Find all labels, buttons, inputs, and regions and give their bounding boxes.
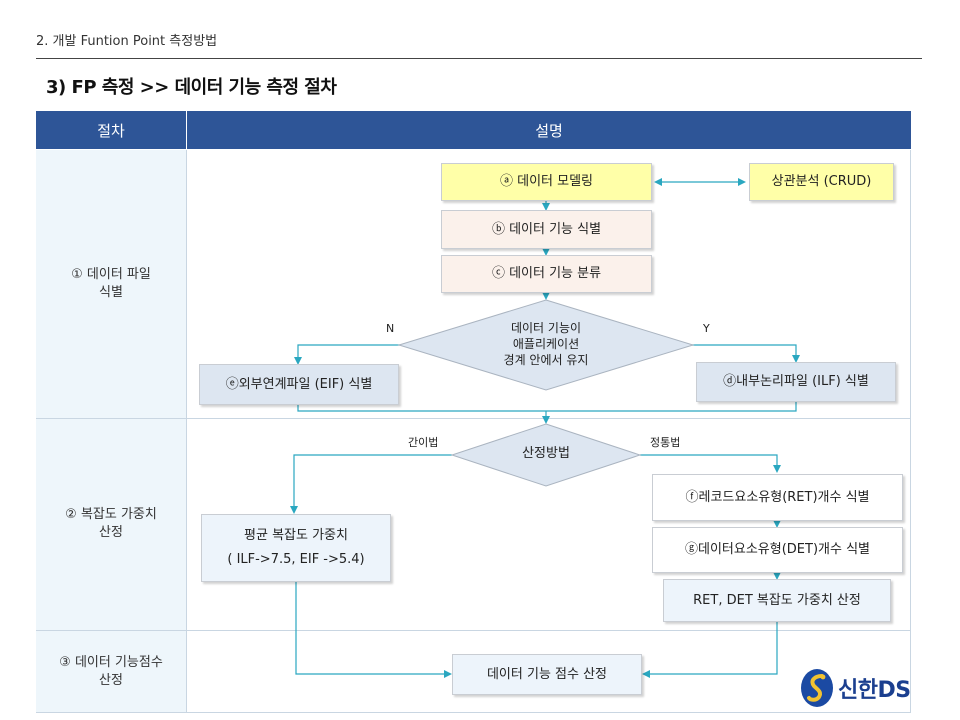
merge-from-eif (297, 405, 546, 412)
step-label-1: ① 데이터 파일 식별 (36, 266, 186, 302)
precise-method-label: 정통법 (650, 436, 681, 449)
merge-from-ilf (546, 402, 797, 412)
data-modeling-box: ⓐ 데이터 모델링 (441, 163, 652, 201)
arrow-yes-to-ilf (692, 344, 800, 363)
decision-boundary-line2: 애플리케이션 (512, 337, 580, 351)
step-3-line1: ③ 데이터 기능점수 (59, 655, 163, 670)
arrow-avg-to-final (295, 582, 452, 678)
ret-count-box: ⓕ레코드요소유형(RET)개수 식별 (652, 474, 903, 521)
table-bottom-border (36, 712, 911, 713)
yes-label: Y (703, 322, 710, 335)
average-weight-box: 평균 복잡도 가중치 ( ILF->7.5, EIF ->5.4) (201, 514, 391, 582)
decision-boundary-diamond (397, 299, 695, 391)
eif-identify-box: ⓔ외부연계파일 (EIF) 식별 (199, 364, 399, 405)
logo-text: 신한DS (838, 678, 911, 703)
column-header-procedure: 절차 (36, 111, 186, 149)
decision-method-text: 산정방법 (522, 446, 570, 461)
no-label: N (386, 322, 395, 335)
arrow-no-to-eif (294, 344, 400, 365)
shinhan-logo-icon (801, 669, 833, 707)
average-weight-values: ( ILF->7.5, EIF ->5.4) (227, 552, 365, 567)
classify-data-function-box: ⓒ 데이터 기능 분류 (441, 255, 652, 293)
identify-data-function-box: ⓑ 데이터 기능 식별 (441, 210, 652, 249)
decision-boundary-text: 데이터 기능이 애플리케이션 경계 안에서 유지 (470, 320, 622, 368)
step-1-line1: ① 데이터 파일 (71, 267, 151, 282)
ilf-identify-box: ⓓ내부논리파일 (ILF) 식별 (696, 362, 896, 402)
step-label-2: ② 복잡도 가중치 산정 (36, 506, 186, 542)
decision-method-diamond (450, 423, 642, 487)
column-header-description: 설명 (187, 111, 911, 149)
row-divider (36, 630, 911, 631)
decision-boundary-line1: 데이터 기능이 (510, 321, 582, 335)
company-logo: 신한DS (800, 668, 911, 708)
crud-analysis-box: 상관분석 (CRUD) (749, 163, 894, 201)
arrow-simple-to-avg (290, 454, 452, 514)
step-2-line2: 산정 (99, 525, 123, 540)
average-weight-title: 평균 복잡도 가중치 (244, 528, 348, 543)
det-count-box: ⓖ데이터요소유형(DET)개수 식별 (652, 527, 903, 573)
final-score-box: 데이터 기능 점수 산정 (452, 654, 642, 695)
header-divider (36, 58, 922, 59)
decision-boundary-line3: 경계 안에서 유지 (503, 353, 589, 367)
page-title: 3) FP 측정 >> 데이터 기능 측정 절차 (46, 77, 337, 98)
simple-method-label: 간이법 (408, 436, 439, 449)
procedure-column (36, 150, 187, 712)
step-2-line1: ② 복잡도 가중치 (65, 507, 157, 522)
step-3-line2: 산정 (99, 673, 123, 688)
table-right-border (910, 150, 911, 712)
breadcrumb: 2. 개발 Funtion Point 측정방법 (36, 34, 218, 49)
row-divider (36, 418, 911, 419)
ret-det-weight-box: RET, DET 복잡도 가중치 산정 (663, 579, 891, 622)
step-label-3: ③ 데이터 기능점수 산정 (36, 654, 186, 690)
arrow-precise-to-ret (640, 454, 781, 473)
step-1-line2: 식별 (99, 285, 123, 300)
arrow-weight-to-final (642, 622, 778, 678)
